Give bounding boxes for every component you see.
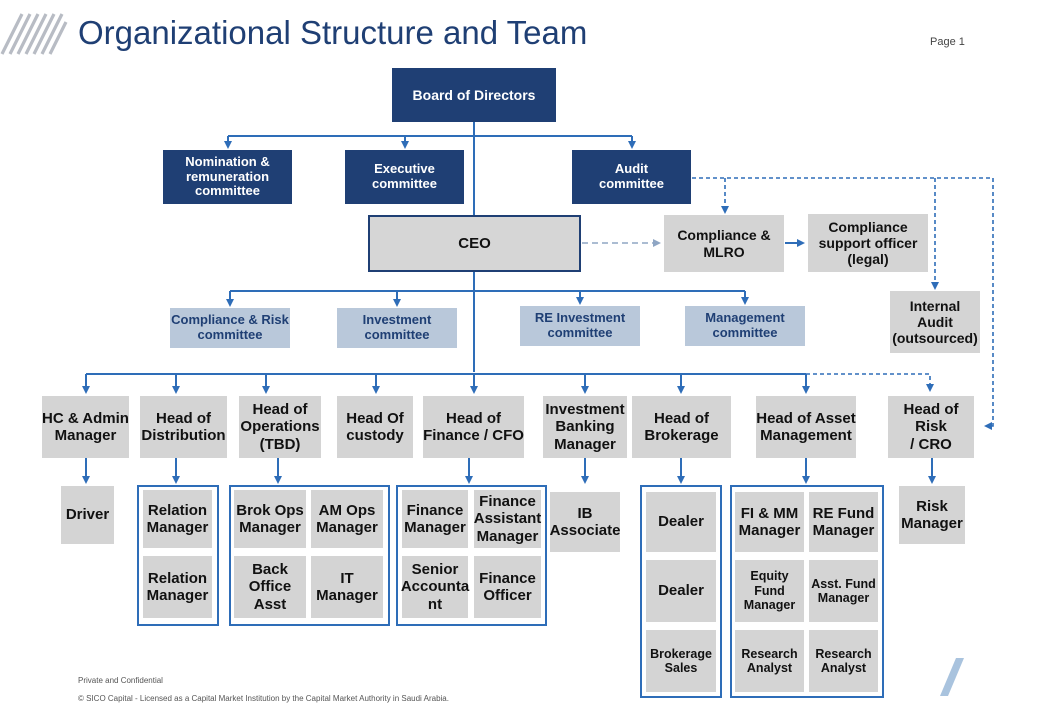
management-committee: Management committee (685, 306, 805, 346)
head-risk-cro: Head of Risk / CRO (888, 396, 974, 458)
equity-fund-manager: Equity Fund Manager (735, 560, 804, 622)
research-analyst: Research Analyst (735, 630, 804, 692)
executive-committee: Executive committee (345, 150, 464, 204)
driver: Driver (61, 486, 114, 544)
nomination-committee: Nomination & remuneration committee (163, 150, 292, 204)
compliance-support-officer: Compliance support officer (legal) (808, 214, 928, 272)
head-hc-admin: HC & Admin Manager (42, 396, 129, 458)
relation-manager: Relation Manager (143, 490, 212, 548)
head-asset-management: Head of Asset Management (756, 396, 856, 458)
audit-committee: Audit committee (572, 150, 691, 204)
head-distribution: Head of Distribution (140, 396, 227, 458)
ceo-box: CEO (368, 215, 581, 272)
head-finance-cfo: Head of Finance / CFO (423, 396, 524, 458)
back-office-asst: Back Office Asst (234, 556, 306, 618)
research-analyst: Research Analyst (809, 630, 878, 692)
dealer: Dealer (646, 560, 716, 622)
it-manager: IT Manager (311, 556, 383, 618)
head-investment-banking: Investment Banking Manager (543, 396, 627, 458)
senior-accountant: Senior Accounta nt (401, 556, 469, 618)
re-fund-manager: RE Fund Manager (809, 492, 878, 552)
head-brokerage: Head of Brokerage (632, 396, 731, 458)
fi-mm-manager: FI & MM Manager (735, 492, 804, 552)
copyright-note: © SICO Capital - Licensed as a Capital M… (78, 694, 449, 703)
brok-ops-manager: Brok Ops Manager (234, 490, 306, 548)
re-investment-committee: RE Investment committee (520, 306, 640, 346)
header-stripes-logo (0, 13, 68, 55)
finance-manager: Finance Manager (402, 490, 468, 548)
compliance-mlro: Compliance & MLRO (664, 215, 784, 272)
page-title: Organizational Structure and Team (78, 14, 588, 51)
relation-manager: Relation Manager (143, 556, 212, 618)
finance-assistant-manager: Finance Assistant Manager (474, 490, 541, 548)
investment-committee: Investment committee (337, 308, 457, 348)
head-custody: Head Of custody (337, 396, 413, 458)
head-operations: Head of Operations (TBD) (239, 396, 321, 458)
risk-manager: Risk Manager (899, 486, 965, 544)
asst-fund-manager: Asst. Fund Manager (809, 560, 878, 622)
corner-slash-logo (940, 658, 964, 696)
page-number: Page 1 (930, 36, 965, 48)
ib-associate: IB Associate (550, 492, 620, 552)
brokerage-sales: Brokerage Sales (646, 630, 716, 692)
dealer: Dealer (646, 492, 716, 552)
am-ops-manager: AM Ops Manager (311, 490, 383, 548)
confidential-note: Private and Confidential (78, 676, 163, 685)
compliance-risk-committee: Compliance & Risk committee (170, 308, 290, 348)
board-of-directors: Board of Directors (392, 68, 556, 122)
finance-officer: Finance Officer (474, 556, 541, 618)
internal-audit: Internal Audit (outsourced) (890, 291, 980, 353)
